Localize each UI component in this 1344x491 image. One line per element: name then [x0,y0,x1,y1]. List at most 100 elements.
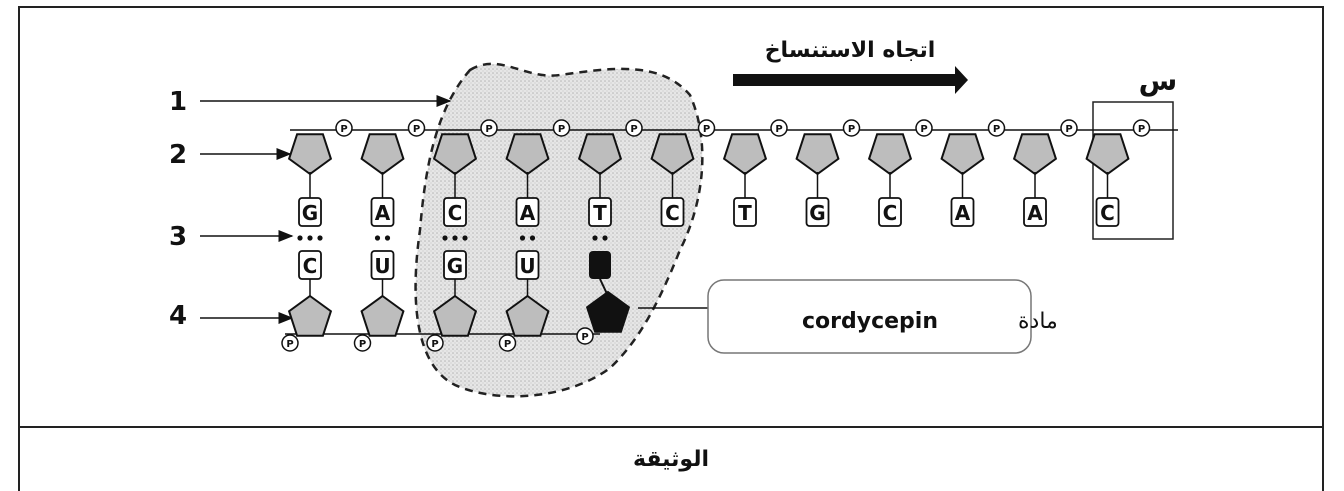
hydrogen-bond [384,235,391,241]
dna-base: G [805,197,830,227]
marker-3-label: 3 [169,222,187,252]
hydrogen-bond [307,235,313,241]
dna-base: C [878,197,902,227]
phosphate-label: P [340,124,347,135]
callout-latin: cordycepin [802,309,938,334]
dna-phosphate: P [770,119,788,137]
phosphate-label: P [920,124,927,135]
callout-box [707,279,1032,354]
rna-phosphate: P [498,334,517,352]
dna-phosphate: P [335,119,353,137]
dna-nucleotide: CP [1085,119,1151,227]
dna-sugar [577,133,623,176]
x-label: س [1139,64,1178,97]
marker-2: 2 [169,140,292,170]
dna-sugar [505,133,550,176]
dna-base: A [950,197,975,227]
dna-phosphate: P [625,119,643,137]
base-letter: T [738,201,752,225]
phosphate-label: P [703,124,710,135]
phosphate-label: P [286,339,293,350]
dna-phosphate: P [1060,119,1078,137]
base-letter: A [955,201,971,225]
base-letter: C [883,201,898,225]
base-letter: G [447,254,463,278]
base-letter: A [1027,201,1043,225]
dna-sugar [1085,133,1130,176]
dna-base: C [660,197,685,227]
base-letter: C [1100,201,1115,225]
hydrogen-bond [297,235,303,241]
base-letter: A [375,201,391,225]
rna-nucleotide: UP [353,235,405,352]
marker-2-label: 2 [169,140,187,170]
dna-nucleotide: TP [722,119,788,227]
rna-sugar [360,294,405,337]
marker-1: 1 [169,87,452,117]
phosphate-label: P [485,124,492,135]
rna-nucleotide: CP [281,235,333,352]
dna-sugar [360,133,405,176]
dna-base: T [588,197,612,227]
hydrogen-bond [317,235,323,241]
dna-nucleotide: GP [795,119,861,227]
marker-4: 4 [169,301,294,331]
rna-nucleotide: UP [498,235,550,352]
cordycepin-nucleotide [585,235,631,333]
dna-base: T [733,197,757,227]
dna-base: G [298,197,322,227]
dna-nucleotide: AP [1012,119,1078,227]
rna-base: U [370,250,395,280]
phosphate-label: P [413,124,420,135]
rna-base: C [298,250,322,280]
phosphate-label: P [558,124,565,135]
dna-sugar [722,133,768,176]
dna-nucleotide: CP [650,119,716,227]
rna-sugar [505,294,550,337]
dna-sugar [432,133,478,176]
phosphate-label: P [359,339,366,350]
marker-1-label: 1 [169,87,187,117]
base-letter: C [665,201,680,225]
hydrogen-bond [452,235,458,241]
caption-divider [18,426,1324,428]
phosphate-label: P [630,124,637,135]
dna-sugar [867,133,913,176]
hydrogen-bond [519,235,526,241]
dna-base: C [443,197,467,227]
dna-sugar [940,133,985,176]
direction-arrow [733,66,968,94]
rna-phosphate: P [426,334,444,352]
dna-sugar [287,133,333,176]
dna-base: A [1023,197,1047,227]
dna-phosphate: P [407,119,426,137]
dna-nucleotide: CP [432,119,498,227]
phosphate-label: P [1138,124,1145,135]
dna-phosphate: P [1132,119,1151,137]
phosphate-label: P [431,339,438,350]
dna-nucleotide: TP [577,119,643,227]
phosphate-label: P [581,332,588,343]
rna-phosphate: P [281,334,299,352]
rna-sugar [287,294,333,337]
dna-phosphate: P [480,119,498,137]
rna-phosphate: P [353,334,372,352]
dna-phosphate: P [697,119,716,137]
cordycepin-base [589,251,611,279]
phosphate-label: P [504,339,511,350]
dna-nucleotide: AP [940,119,1006,227]
phosphate-label: P [848,124,855,135]
base-letter: U [519,254,535,278]
dna-sugar [795,133,840,176]
cordycepin-sugar [585,290,631,333]
figure-caption: الوثيقة [633,447,710,472]
dna-nucleotide: CP [867,119,933,227]
rna-nucleotide: GP [426,235,478,352]
dna-phosphate: P [842,119,861,137]
dna-nucleotide: AP [505,119,571,227]
x-box [1092,101,1174,240]
rna-base: G [443,250,467,280]
base-letter: G [302,201,318,225]
hydrogen-bond [374,235,381,241]
phosphate-label: P [775,124,782,135]
